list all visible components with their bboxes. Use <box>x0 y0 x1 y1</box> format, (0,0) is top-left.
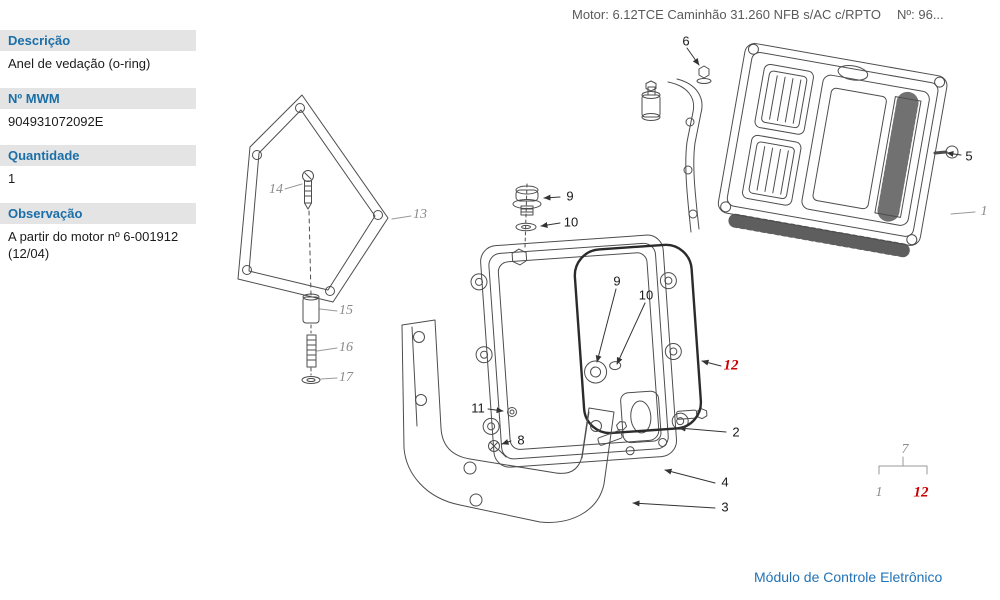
mounting-ears <box>470 272 689 435</box>
field-value-quantidade: 1 <box>8 171 16 187</box>
callout-10-washer[interactable]: 10 <box>563 214 579 230</box>
callout-12-legend[interactable]: 12 <box>913 484 929 501</box>
serial-label: Nº: 96... <box>897 7 944 22</box>
callout-14[interactable]: 14 <box>269 182 283 197</box>
callout-3[interactable]: 3 <box>721 499 729 515</box>
module-cover-drawing <box>470 234 708 468</box>
callout-9-seal[interactable]: 9 <box>613 273 621 289</box>
part-info-panel: Descrição Anel de vedação (o-ring) Nº MW… <box>0 30 196 278</box>
callout-5[interactable]: 5 <box>965 148 973 164</box>
nut-11-drawing <box>507 407 517 417</box>
mounting-isolator-drawing <box>641 65 712 233</box>
leader-lines <box>487 47 962 509</box>
field-value-numero-mwm: 904931072092E <box>8 113 104 129</box>
field-value-descricao: Anel de vedação (o-ring) <box>8 56 151 71</box>
callout-4[interactable]: 4 <box>721 474 729 490</box>
ecu-module-drawing <box>717 43 948 258</box>
callout-17[interactable]: 17 <box>339 370 353 385</box>
callout-7-legend[interactable]: 7 <box>901 442 909 457</box>
screw-8-drawing <box>488 440 507 458</box>
field-observacao: Observação A partir do motor nº 6-001912… <box>0 202 196 263</box>
field-quantidade: Quantidade 1 <box>0 145 196 188</box>
field-numero-mwm: Nº MWM 904931072092E <box>0 87 196 131</box>
callout-1-legend[interactable]: 1 <box>875 485 883 500</box>
field-label-observacao: Observação <box>0 202 196 224</box>
motor-label: Motor: 6.12TCE Caminhão 31.260 NFB s/AC … <box>572 7 881 22</box>
callout-10-seal[interactable]: 10 <box>638 287 654 303</box>
mounting-bracket-drawing <box>401 319 615 523</box>
callout-6[interactable]: 6 <box>682 33 690 49</box>
stud-drawing <box>597 421 628 446</box>
o-ring-drawing <box>573 243 703 435</box>
plug-boss <box>511 248 528 266</box>
plug-drawing <box>512 183 542 248</box>
legend-tree <box>878 456 928 475</box>
callout-9-plug[interactable]: 9 <box>566 188 574 204</box>
callout-15[interactable]: 15 <box>339 303 353 318</box>
motor-header: Motor: 6.12TCE Caminhão 31.260 NFB s/AC … <box>572 7 944 22</box>
field-value-observacao: A partir do motor nº 6-001912 (12/04) <box>8 228 179 262</box>
field-label-numero-mwm: Nº MWM <box>0 87 196 109</box>
ref-leader-lines <box>284 183 976 380</box>
fastener-stack-drawing <box>301 170 321 384</box>
callout-8[interactable]: 8 <box>517 432 525 448</box>
callout-2[interactable]: 2 <box>732 424 740 440</box>
field-label-descricao: Descrição <box>0 30 196 51</box>
callout-11[interactable]: 11 <box>471 400 485 416</box>
field-descricao: Descrição Anel de vedação (o-ring) <box>0 30 196 73</box>
module-title: Módulo de Controle Eletrônico <box>754 569 943 585</box>
callout-12-oring[interactable]: 12 <box>723 357 739 374</box>
callout-13[interactable]: 13 <box>413 207 427 222</box>
washer-drawing <box>515 222 537 232</box>
screw-5-drawing <box>933 145 959 159</box>
field-label-quantidade: Quantidade <box>0 145 196 167</box>
callout-1-module[interactable]: 1 <box>980 204 988 219</box>
bracket-plate-drawing <box>237 94 389 303</box>
callout-16[interactable]: 16 <box>339 340 353 355</box>
